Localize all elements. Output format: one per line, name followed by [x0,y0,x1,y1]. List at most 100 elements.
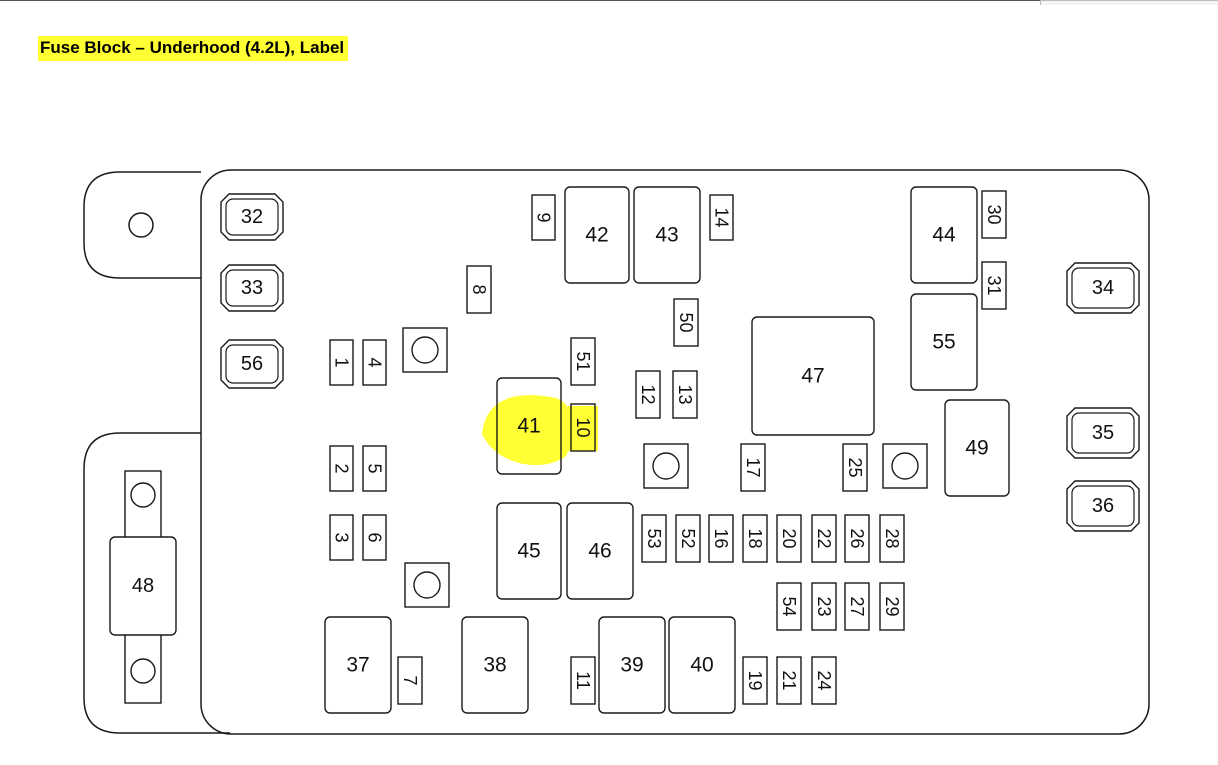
fuse-position-17: 17 [740,443,766,492]
fuse-position-28: 28 [879,514,905,563]
fuse-label-35: 35 [1092,422,1114,444]
fuse-label-38: 38 [483,654,506,677]
fuse-label-18: 18 [745,528,765,548]
mounting-bolt [402,327,448,373]
fuse-label-56: 56 [241,353,263,375]
housing-main-body [200,169,1150,735]
fuse-label-32: 32 [241,206,263,228]
fuse-label-30: 30 [984,204,1004,224]
fuse-label-4: 4 [365,357,385,367]
top-tab [1040,0,1218,5]
fuse-position-34: 34 [1066,262,1140,314]
fuse-position-49: 49 [944,399,1010,497]
fuse-label-39: 39 [620,654,643,677]
mounting-bolt [882,443,928,489]
fuse-position-39: 39 [598,616,666,714]
fuse-label-14: 14 [712,207,732,227]
fuse-position-31: 31 [981,261,1007,310]
fuse-position-55: 55 [910,293,978,391]
fuse-label-13: 13 [675,384,695,404]
fuse-position-14: 14 [709,194,734,241]
fuse-label-46: 46 [588,540,611,563]
fuse-label-37: 37 [346,654,369,677]
fuse-label-47: 47 [801,365,824,388]
fuse-position-21: 21 [776,656,802,705]
fuse-position-52: 52 [675,514,701,563]
fuse-position-37: 37 [324,616,392,714]
highlight-mark-41 [482,395,574,466]
fuse-label-51: 51 [573,351,593,371]
fuse-label-34: 34 [1092,277,1114,299]
mounting-bolt [643,443,689,489]
fuse-label-52: 52 [678,528,698,548]
mounting-bolt [404,562,450,608]
fuse-position-33: 33 [220,264,284,312]
fuse-position-43: 43 [633,186,701,284]
fuse-position-2: 2 [329,445,354,492]
fuse-position-18: 18 [742,514,768,563]
fuse-label-12: 12 [638,384,658,404]
fuse-label-44: 44 [932,224,956,247]
fuse-position-24: 24 [811,656,837,705]
fuse-position-40: 40 [668,616,736,714]
fuse-label-23: 23 [814,596,834,616]
fuse-label-19: 19 [745,670,765,690]
fuse-position-4: 4 [362,339,387,386]
fuse-label-31: 31 [984,275,1004,295]
fuse-position-6: 6 [362,514,387,561]
fuse-label-49: 49 [965,437,988,460]
fuse-position-5: 5 [362,445,387,492]
fuse-position-9: 9 [531,194,556,241]
fuse-position-12: 12 [635,370,661,419]
mounting-hole [128,212,154,238]
fuse-position-41: 41 [496,377,562,475]
fuse-position-27: 27 [844,582,870,631]
fuse-position-11: 11 [570,656,596,705]
fuse-label-25: 25 [845,457,865,477]
fuse-position-46: 46 [566,502,634,600]
top-rule [0,0,1040,1]
fuse-label-40: 40 [690,654,713,677]
fuse-position-36: 36 [1066,480,1140,532]
fuse-label-16: 16 [711,528,731,548]
fuse-label-7: 7 [400,675,420,685]
fuse-position-45: 45 [496,502,562,600]
fuse-label-3: 3 [332,532,352,542]
highlight-mark-10 [568,406,598,451]
housing [83,169,1150,735]
fuse-label-41: 41 [517,415,540,438]
fuse-position-13: 13 [672,370,698,419]
fuse-position-22: 22 [811,514,837,563]
fuse-label-22: 22 [814,528,834,548]
fuse-position-26: 26 [844,514,870,563]
fuse-label-43: 43 [655,224,678,247]
fuse-label-55: 55 [932,331,955,354]
housing-left-tab-bottom [83,432,230,734]
fuse-position-51: 51 [570,337,596,386]
fuse-position-50: 50 [673,298,699,347]
highlight-layer [482,395,598,466]
fuse-position-8: 8 [466,265,492,314]
fuse-position-53: 53 [641,514,667,563]
fuse-position-32: 32 [220,193,284,241]
fuse-position-44: 44 [910,186,978,284]
fuse-label-33: 33 [241,277,263,299]
fuse-position-56: 56 [220,339,284,389]
fuse-position-10: 10 [570,403,596,452]
fuse-position-38: 38 [461,616,529,714]
fuse-position-20: 20 [776,514,802,563]
fuse-position-29: 29 [879,582,905,631]
fuse-label-21: 21 [779,670,799,690]
fuse-label-8: 8 [469,284,489,294]
fuse-position-23: 23 [811,582,837,631]
fuse-label-48: 48 [132,575,154,597]
fuse-label-50: 50 [676,312,696,332]
fuse-position-19: 19 [742,656,768,705]
housing-left-tab-top [83,171,201,279]
fuse-position-25: 25 [842,443,868,492]
fuse-label-42: 42 [585,224,608,247]
fuse-position-48: 48 [109,470,177,704]
fuse-label-54: 54 [779,596,799,616]
